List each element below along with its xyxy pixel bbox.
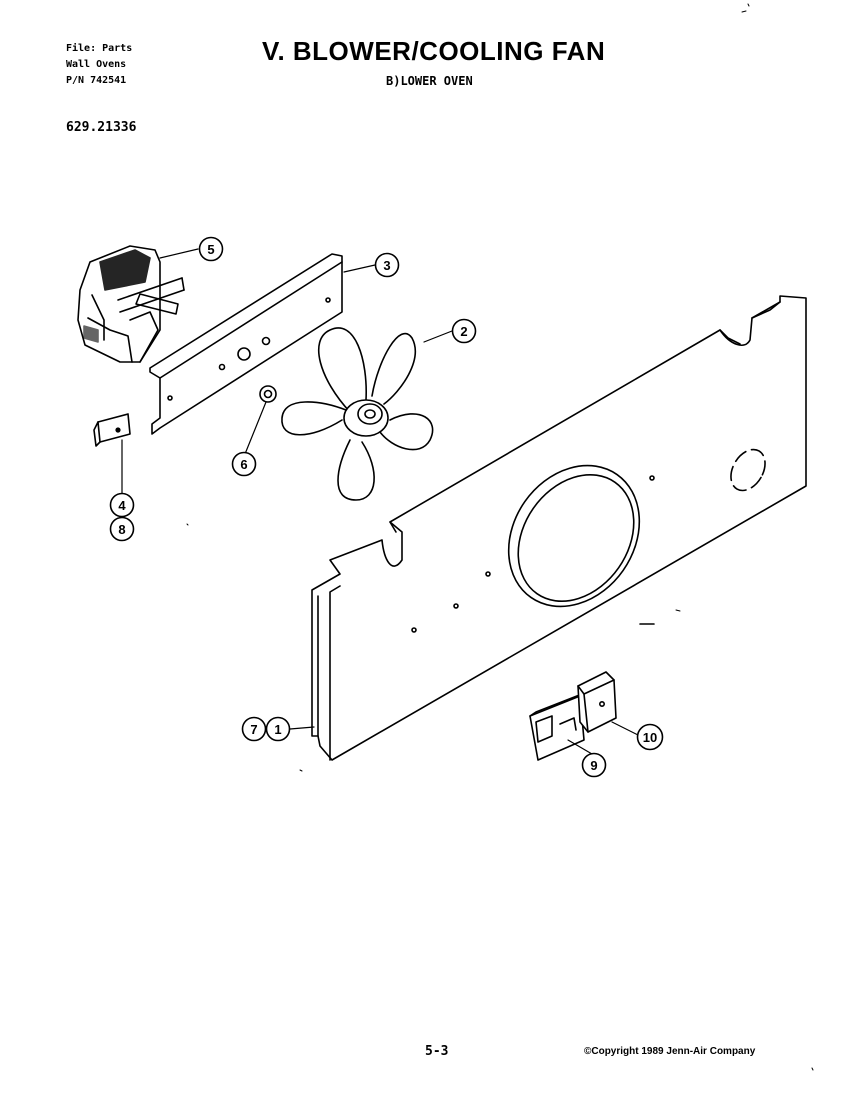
- model-number: 629.21336: [66, 120, 137, 135]
- callout-4: 4: [109, 492, 135, 518]
- callout-5-label: 5: [207, 242, 214, 257]
- callout-8-label: 8: [118, 522, 125, 537]
- callout-9: 9: [581, 752, 607, 778]
- callout-10-label: 10: [643, 730, 657, 745]
- callout-1: 1: [265, 716, 291, 742]
- switch-part: [529, 693, 585, 761]
- callout-2-label: 2: [460, 324, 467, 339]
- blower-motor-part: [77, 245, 185, 363]
- callout-10: 10: [636, 723, 664, 751]
- blower-housing-panel-part: [311, 295, 807, 761]
- callout-3: 3: [374, 252, 400, 278]
- category-label: Wall Ovens: [66, 59, 127, 70]
- leader-lines: [121, 248, 639, 755]
- callout-1-label: 1: [274, 722, 281, 737]
- clip-part: [93, 413, 131, 447]
- fan-nut-part: [259, 385, 277, 403]
- motor-mounting-bracket-part: [149, 253, 343, 435]
- callout-6: 6: [231, 451, 257, 477]
- callout-4-label: 4: [118, 498, 126, 513]
- callout-3-label: 3: [383, 258, 390, 273]
- callout-7: 7: [241, 716, 267, 742]
- copyright-notice: ©Copyright 1989 Jenn-Air Company: [584, 1046, 756, 1057]
- part-number-label: P/N 742541: [66, 75, 127, 86]
- switch-block-part: [577, 671, 617, 733]
- fan-blade-part: [281, 327, 434, 501]
- page-number: 5-3: [425, 1044, 449, 1059]
- page-subtitle: B)LOWER OVEN: [386, 74, 473, 88]
- callout-7-label: 7: [250, 722, 257, 737]
- file-label: File: Parts: [66, 43, 133, 54]
- callout-9-label: 9: [590, 758, 597, 773]
- print-specks: [186, 3, 814, 1071]
- callout-5: 5: [198, 236, 224, 262]
- callout-2: 2: [451, 318, 477, 344]
- file-info-block: File: Parts Wall Ovens P/N 742541: [66, 41, 132, 89]
- callout-8: 8: [109, 516, 135, 542]
- page-title: V. BLOWER/COOLING FAN: [262, 36, 606, 66]
- callout-6-label: 6: [240, 457, 247, 472]
